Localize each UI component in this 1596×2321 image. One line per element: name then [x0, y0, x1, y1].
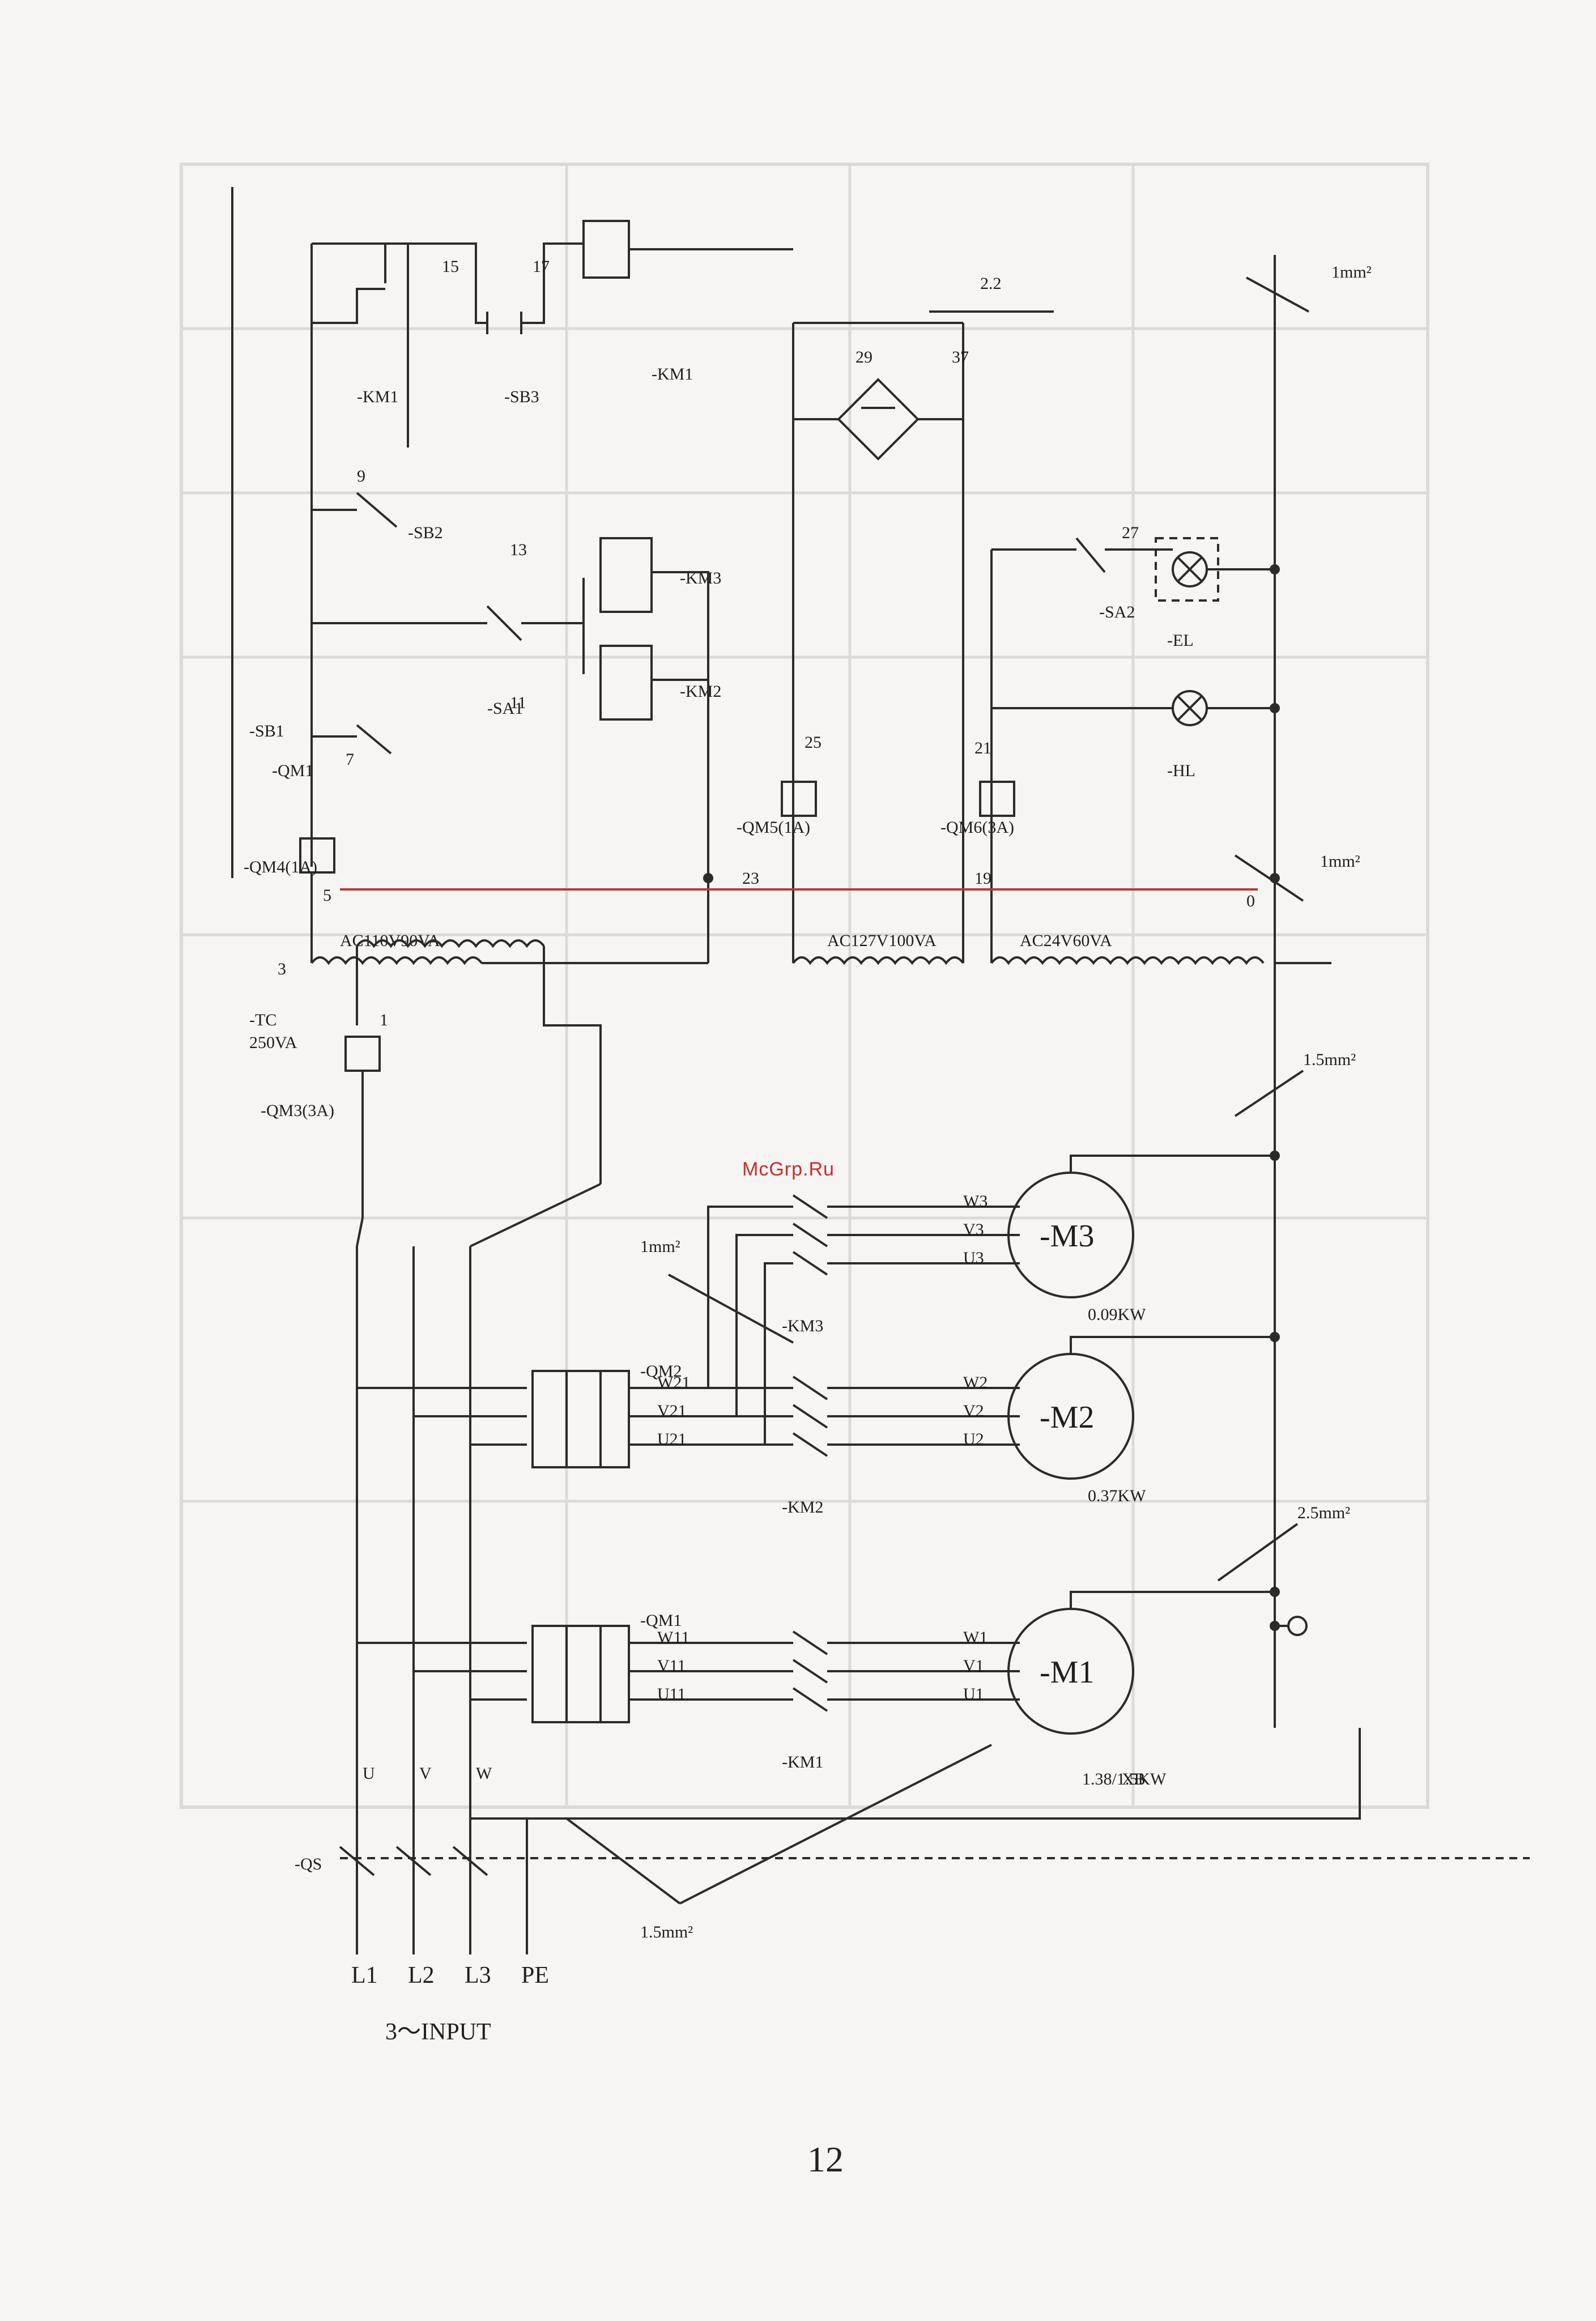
label-qm3: -QM3(3A): [261, 1101, 334, 1120]
watermark: McGrp.Ru: [742, 1159, 835, 1180]
label-qm5: -QM5(1A): [737, 818, 810, 837]
node-15: 15: [442, 257, 459, 276]
label-hl: -HL: [1167, 761, 1195, 780]
label-km1-coil: -KM1: [652, 365, 693, 384]
label-qs: -QS: [295, 1855, 322, 1873]
label-km2: -KM2: [782, 1498, 823, 1517]
label-m2-power: 0.37KW: [1088, 1487, 1146, 1505]
label-sb1: -SB1: [249, 722, 284, 740]
node-23: 23: [742, 869, 759, 888]
label-m2: -M2: [1040, 1400, 1094, 1435]
label-input: 3～INPUT: [385, 2019, 491, 2045]
node-5: 5: [323, 886, 331, 905]
label-v1: V1: [963, 1656, 984, 1675]
node-11: 11: [510, 693, 526, 712]
node-21: 21: [974, 739, 991, 757]
node-13: 13: [510, 540, 527, 559]
rectifier-circuit: 29 37 2.2 -QM5(1A) 23 25 AC127V100VA: [737, 274, 1054, 965]
lighting-supply-rating: AC24V60VA: [1020, 931, 1112, 950]
label-xb: XB: [1122, 1770, 1146, 1788]
label-m3: -M3: [1040, 1219, 1094, 1254]
transformer-tc: -TC 250VA -QM3(3A) 1: [249, 939, 602, 1218]
label-pe: PE: [521, 1962, 549, 1988]
label-tc-rating: 250VA: [249, 1033, 297, 1052]
label-qm6: -QM6(3A): [940, 818, 1014, 837]
label-m3-power: 0.09KW: [1088, 1305, 1146, 1324]
label-l3: L3: [465, 1962, 491, 1988]
label-v11: V11: [657, 1656, 686, 1675]
label-km1-contact: -KM1: [357, 387, 398, 406]
label-qm1: -QM1: [640, 1611, 682, 1630]
label-l2: L2: [408, 1962, 435, 1988]
node-3: 3: [278, 960, 286, 978]
label-sa1: -SA1: [487, 699, 523, 718]
label-km1: -KM1: [782, 1753, 823, 1771]
label-v: V: [419, 1764, 432, 1783]
label-w3: W3: [963, 1192, 988, 1211]
rectifier-supply-rating: AC127V100VA: [827, 931, 937, 950]
power-circuit: -QM2 -QM1 -M2 0.37KW U21 V21 W21: [295, 963, 1530, 2045]
label-w: W: [476, 1764, 492, 1783]
node-37: 37: [952, 348, 969, 367]
wire-size-input: 1.5mm²: [640, 1923, 693, 1941]
label-km3: -KM3: [782, 1317, 823, 1335]
label-qm4: -QM4(1A): [244, 858, 317, 876]
control-circuit: 15 17 -KM1 -SB3 -KM1 9 -SB2 -SA1 13 11 -…: [244, 220, 793, 978]
label-u: U: [363, 1764, 375, 1783]
label-u3: U3: [963, 1249, 984, 1267]
label-w21: W21: [657, 1373, 690, 1392]
node-0: 0: [1246, 892, 1255, 910]
label-m1: -M1: [1040, 1655, 1094, 1690]
label-u21: U21: [657, 1430, 687, 1449]
label-u1: U1: [963, 1685, 984, 1704]
node-7: 7: [346, 750, 354, 769]
label-sa2: -SA2: [1099, 603, 1135, 621]
rectifier-output: 2.2: [980, 274, 1002, 293]
label-el: -EL: [1167, 631, 1194, 650]
label-sb2: -SB2: [408, 523, 443, 542]
node-17: 17: [533, 257, 550, 276]
label-qm2: -QM2: [640, 1362, 682, 1381]
wire-size-top: 1mm²: [1331, 263, 1372, 282]
wire-size-m3-pe: 1.5mm²: [1303, 1050, 1356, 1069]
label-qm1-contact: -QM1: [272, 761, 313, 780]
label-l1: L1: [351, 1962, 378, 1988]
page-number: 12: [807, 2139, 844, 2179]
label-u2: U2: [963, 1430, 984, 1449]
label-tc: -TC: [249, 1011, 276, 1029]
label-m1-power: 1.38/1.5KW: [1082, 1770, 1167, 1788]
wiring-diagram: 15 17 -KM1 -SB3 -KM1 9 -SB2 -SA1 13 11 -…: [231, 187, 1530, 2045]
label-v3: V3: [963, 1220, 984, 1239]
label-u11: U11: [657, 1685, 686, 1704]
wire-size-pe: 2.5mm²: [1297, 1504, 1350, 1522]
lighting-circuit: -SA2 27 -EL -HL -QM6(3A) 21 19 0 AC24V60…: [940, 255, 1372, 1671]
label-w1: W1: [963, 1628, 988, 1647]
node-25: 25: [805, 733, 822, 752]
node-1: 1: [380, 1011, 388, 1029]
label-v2: V2: [963, 1402, 984, 1420]
node-29: 29: [856, 348, 873, 367]
wire-size-m3: 1mm²: [640, 1237, 680, 1256]
label-km2-coil: -KM2: [680, 682, 721, 701]
label-sb3: -SB3: [504, 387, 539, 406]
label-w11: W11: [657, 1628, 690, 1647]
node-9: 9: [357, 467, 365, 486]
node-27: 27: [1122, 523, 1139, 542]
label-v21: V21: [657, 1402, 687, 1420]
wire-size-lighting: 1mm²: [1320, 852, 1360, 871]
node-19: 19: [974, 869, 991, 888]
label-w2: W2: [963, 1373, 988, 1392]
